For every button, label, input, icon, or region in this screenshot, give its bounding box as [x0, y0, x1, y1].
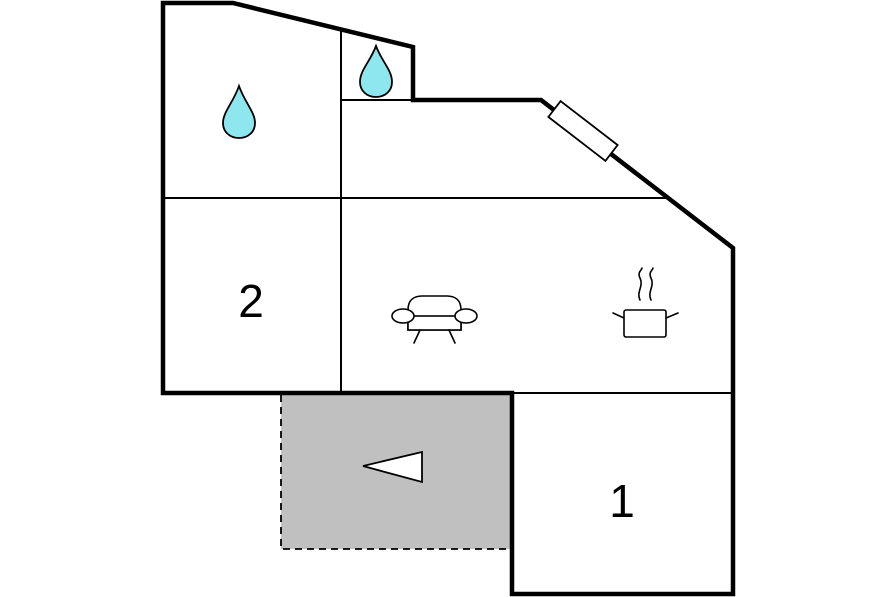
sofa-icon: [391, 295, 478, 344]
exterior-wall: [160, 0, 736, 597]
window: [547, 99, 619, 163]
bathroom-small: [359, 43, 393, 98]
cooking-pot-icon: [612, 267, 679, 338]
terrace-dashed-border: [280, 395, 512, 550]
terrace: [280, 395, 512, 550]
water-drop-icon: [359, 43, 393, 98]
room-label-1: 1: [609, 475, 635, 527]
bathroom-large: [222, 83, 256, 139]
water-drop-icon: [222, 83, 256, 139]
room-label-2: 2: [238, 275, 264, 327]
direction-arrow-icon: [362, 450, 423, 484]
